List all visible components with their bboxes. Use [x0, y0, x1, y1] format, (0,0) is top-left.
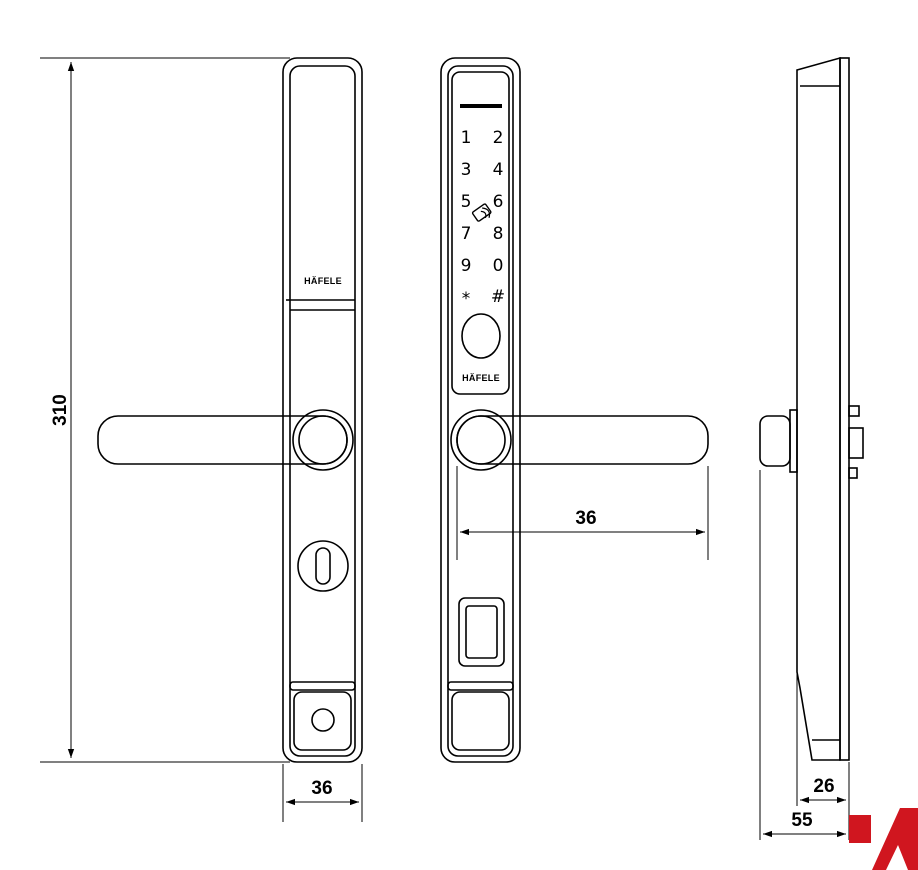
keypad-plate-outer — [440, 57, 521, 763]
keypad-lever-handle — [456, 415, 709, 465]
keypad-plate-inner — [447, 65, 514, 757]
side-body-outline — [796, 56, 841, 761]
side-view — [759, 56, 864, 761]
keypad-view: 1 2 3 4 5 6 7 8 9 0 * # HÄFELE — [440, 57, 709, 763]
key-4[interactable]: 4 — [493, 160, 504, 180]
key-9[interactable]: 9 — [461, 256, 472, 276]
side-handle-rose — [789, 409, 798, 473]
side-handle-knob — [759, 415, 791, 467]
dim-depth: 26 55 — [759, 470, 850, 840]
dim-handle: 36 — [456, 466, 709, 560]
key-6[interactable]: 6 — [493, 192, 504, 212]
status-led-bar — [460, 104, 502, 108]
width-dimension-label: 36 — [311, 778, 332, 799]
side-latch-top — [848, 405, 860, 417]
front-plate-outer — [282, 57, 363, 763]
front-bottom-cap — [293, 691, 352, 751]
key-0[interactable]: 0 — [493, 256, 504, 276]
key-8[interactable]: 8 — [493, 224, 504, 244]
dim-height: 310 — [40, 57, 290, 763]
rfid-card-icon — [471, 203, 492, 222]
key-5[interactable]: 5 — [461, 192, 472, 212]
cylinder-rose — [297, 540, 349, 592]
side-faceplate — [839, 57, 850, 761]
key-star[interactable]: * — [462, 289, 471, 309]
battery-cover — [458, 597, 505, 667]
front-plate-inner — [289, 65, 356, 757]
front-screw-hole — [311, 708, 335, 732]
keypad-handle-rose — [450, 409, 512, 471]
front-bottom-divider — [289, 681, 356, 691]
front-brand-logo: HÄFELE — [304, 276, 342, 286]
front-view: HÄFELE — [97, 57, 363, 763]
body-depth-label: 26 — [813, 776, 834, 797]
keypad-brand-logo: HÄFELE — [462, 373, 500, 383]
front-handle-rose — [292, 409, 354, 471]
key-hash[interactable]: # — [491, 287, 505, 307]
side-latch-bolt — [848, 427, 864, 459]
key-1[interactable]: 1 — [461, 128, 472, 148]
brand-corner-icon — [849, 808, 918, 870]
key-3[interactable]: 3 — [461, 160, 472, 180]
keypad-bottom-cap — [451, 691, 510, 751]
keypad-bottom-divider — [447, 681, 514, 691]
front-lever-handle — [97, 415, 348, 465]
dim-front-width: 36 — [282, 764, 363, 822]
keypad-panel — [451, 71, 510, 395]
total-depth-label: 55 — [791, 810, 813, 831]
key-7[interactable]: 7 — [461, 224, 472, 244]
keyhole-slot — [315, 547, 331, 585]
key-2[interactable]: 2 — [493, 128, 504, 148]
side-latch-bottom — [848, 467, 858, 479]
handle-dimension-label: 36 — [575, 508, 596, 529]
height-dimension-label: 310 — [50, 394, 71, 426]
fingerprint-sensor[interactable] — [461, 313, 501, 359]
battery-cover-inner — [465, 605, 498, 659]
